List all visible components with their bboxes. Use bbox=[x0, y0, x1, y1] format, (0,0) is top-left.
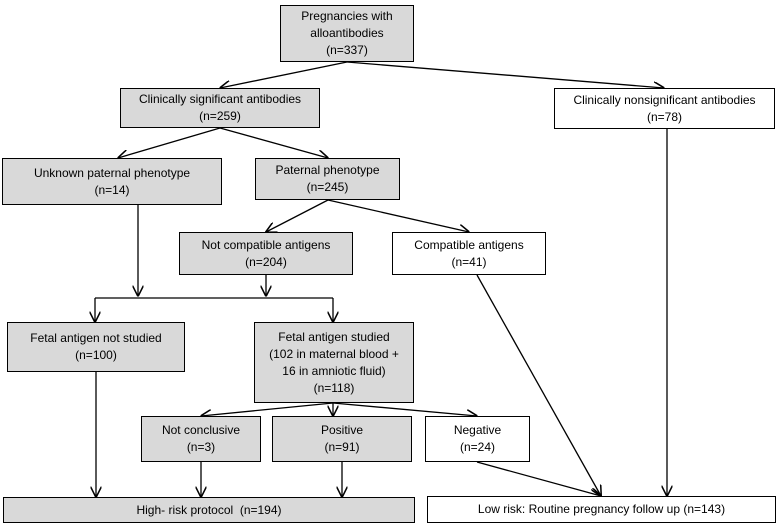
node-clinically-significant: Clinically significant antibodies (n=259… bbox=[120, 88, 320, 128]
node-text-line: 16 in amniotic fluid) bbox=[282, 363, 386, 378]
node-fetal-antigen-not-studied: Fetal antigen not studied (n=100) bbox=[7, 322, 185, 372]
node-high-risk-protocol: High- risk protocol (n=194) bbox=[3, 497, 415, 523]
root-node-pregnancies-with-alloantibodies: Pregnancies with alloantibodies (n=337) bbox=[280, 5, 414, 62]
arrow-root-to-clin-nonsig bbox=[346, 61, 664, 88]
node-text-line: Clinically significant antibodies bbox=[138, 92, 302, 106]
node-text-line: (n=3) bbox=[186, 440, 216, 454]
node-text-line: (n=337) bbox=[326, 43, 368, 57]
node-text-line: Not conclusive bbox=[161, 423, 241, 437]
node-text-line: High- risk protocol (n=194) bbox=[136, 502, 282, 517]
node-clinically-nonsignificant: Clinically nonsignificant antibodies (n=… bbox=[554, 88, 775, 129]
node-text-line: Pregnancies with bbox=[301, 9, 393, 23]
node-text-line: Compatible antigens bbox=[414, 237, 524, 252]
node-text-line: (n=204) bbox=[245, 254, 287, 269]
node-text-line: Fetal antigen studied bbox=[278, 329, 390, 344]
arrow-fetal-studied-to-negative bbox=[332, 402, 477, 416]
node-text-line: Fetal antigen not studied bbox=[30, 331, 162, 345]
node-text-line: (n=14) bbox=[94, 182, 130, 197]
node-not-conclusive: Not conclusive (n=3) bbox=[141, 416, 261, 462]
node-text-line: (n=245) bbox=[306, 180, 349, 194]
arrow-compat-to-low-risk bbox=[476, 274, 601, 496]
node-text-line: Positive bbox=[320, 423, 364, 437]
arrow-fetal-studied-to-not-concl bbox=[201, 402, 334, 416]
node-text-line: Unknown paternal phenotype bbox=[33, 165, 191, 180]
node-text-line: Low risk: Routine pregnancy follow up (n… bbox=[477, 502, 726, 516]
node-text-line: Clinically nonsignificant antibodies bbox=[573, 92, 756, 107]
arrow-clin-sig-to-unknown-pat bbox=[118, 127, 221, 158]
arrow-pat-pheno-to-not-compat bbox=[266, 199, 329, 232]
node-text-line: (n=41) bbox=[451, 254, 487, 269]
arrow-root-to-clin-sig bbox=[220, 61, 348, 88]
node-unknown-paternal-phenotype: Unknown paternal phenotype (n=14) bbox=[2, 158, 222, 205]
arrow-clin-sig-to-pat-pheno bbox=[219, 127, 328, 158]
arrow-negative-to-low-risk bbox=[476, 461, 601, 496]
node-not-compatible-antigens: Not compatible antigens (n=204) bbox=[179, 232, 353, 275]
node-text-line: Paternal phenotype bbox=[275, 163, 380, 177]
node-text-line: Not compatible antigens bbox=[201, 237, 331, 252]
node-text-line: Negative bbox=[453, 423, 502, 437]
node-compatible-antigens: Compatible antigens (n=41) bbox=[392, 232, 546, 275]
node-text-line: (n=91) bbox=[324, 440, 360, 454]
node-text-line: (n=78) bbox=[646, 109, 683, 124]
node-text-line: (n=24) bbox=[459, 440, 496, 454]
node-positive: Positive (n=91) bbox=[272, 416, 412, 462]
node-text-line: alloantibodies bbox=[310, 26, 384, 40]
node-paternal-phenotype: Paternal phenotype (n=245) bbox=[255, 158, 400, 200]
node-text-line: (n=259) bbox=[199, 109, 241, 123]
node-text-line: (n=118) bbox=[313, 380, 355, 395]
node-fetal-antigen-studied: Fetal antigen studied (102 in maternal b… bbox=[254, 322, 414, 403]
node-negative: Negative (n=24) bbox=[425, 416, 530, 462]
node-text-line: (102 in maternal blood + bbox=[269, 346, 399, 361]
node-low-risk-routine-follow-up: Low risk: Routine pregnancy follow up (n… bbox=[427, 496, 776, 523]
arrow-pat-pheno-to-compat bbox=[327, 199, 469, 232]
node-text-line: (n=100) bbox=[75, 348, 117, 362]
